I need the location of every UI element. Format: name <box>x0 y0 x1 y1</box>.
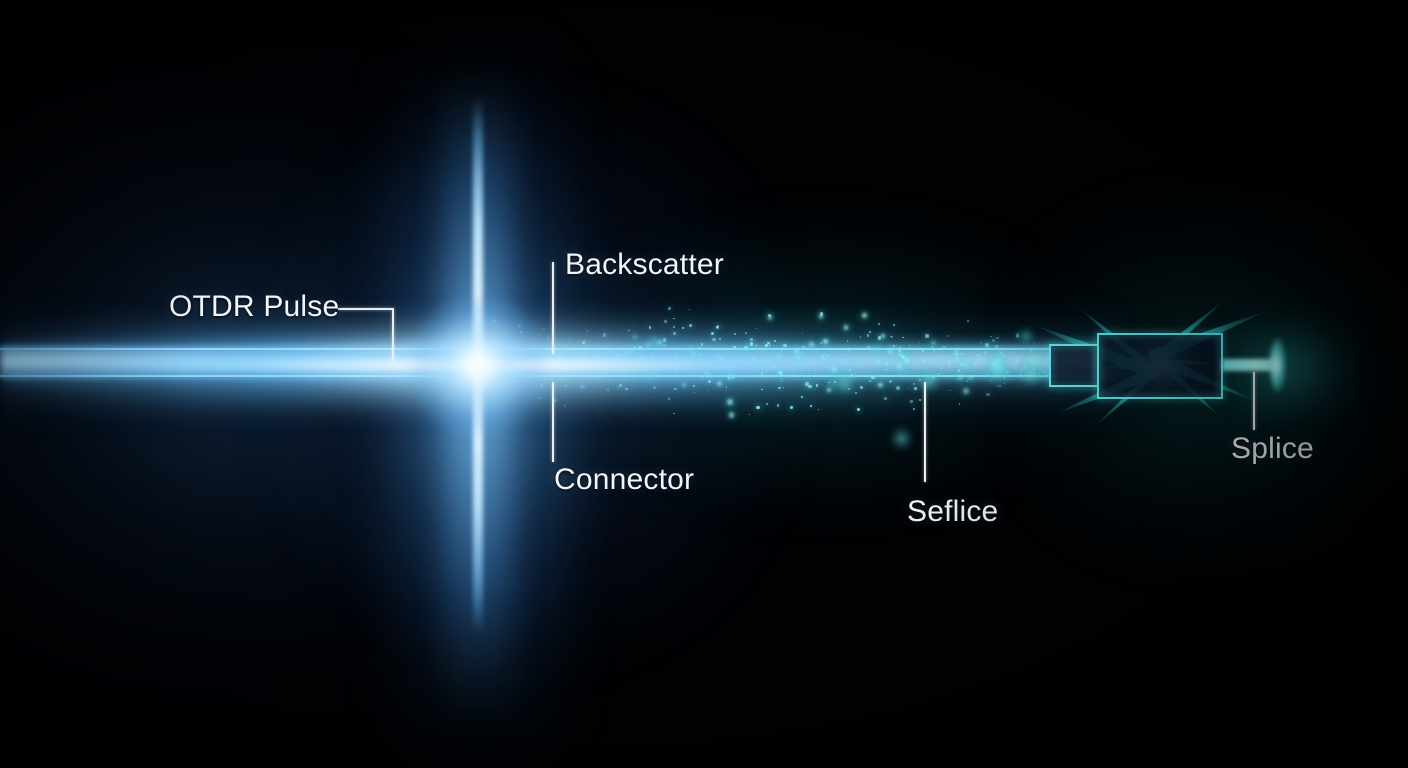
vignette-overlay <box>0 0 1408 768</box>
otdr-fiber-diagram: OTDR Pulse Backscatter Connector Seflice… <box>0 0 1408 768</box>
